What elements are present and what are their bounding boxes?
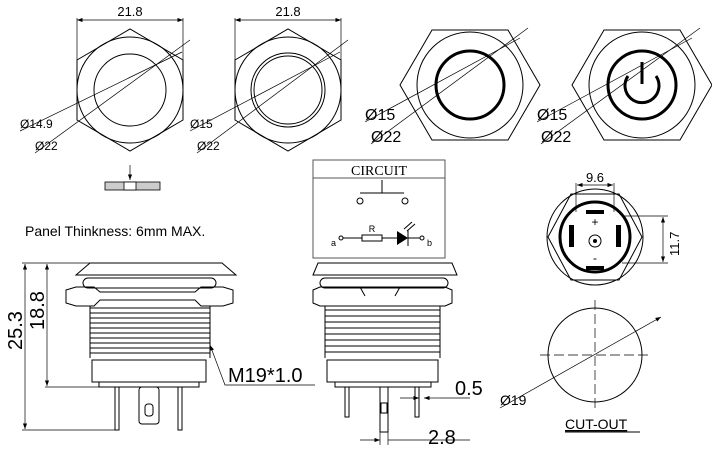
top-view-3: Ø15 Ø22 — [364, 27, 541, 146]
circuit-title: CIRCUIT — [351, 164, 407, 179]
terminal-b: b — [427, 238, 432, 248]
top-view-2: 21.8 Ø15 Ø22 — [189, 4, 349, 154]
thread-spec: M19*1.0 — [228, 365, 303, 387]
outer-dia-dim: Ø22 — [541, 129, 571, 146]
side-view: 25.3 18.8 M19*1.0 — [5, 262, 315, 431]
pin-width-dim: 2.8 — [428, 427, 456, 449]
plus-label: + — [591, 215, 598, 229]
body-height-dim: 18.8 — [27, 291, 49, 330]
inner-dia-dim: Ø15 — [365, 107, 395, 124]
outer-dia-dim: Ø22 — [35, 139, 58, 153]
power-icon — [623, 62, 661, 105]
bottom-view: + - 9.6 11.7 — [546, 170, 682, 286]
width-dim: 21.8 — [117, 4, 142, 19]
inner-dia-dim: Ø15 — [537, 107, 567, 124]
panel-note: Panel Thinkness: 6mm MAX. — [25, 223, 205, 239]
circuit-diagram: CIRCUIT R a b — [312, 159, 446, 259]
pin-thickness-dim: 0.5 — [455, 378, 483, 400]
resistor-label: R — [369, 224, 376, 234]
panel-symbol — [104, 165, 161, 191]
inner-dia-dim: Ø14.9 — [20, 117, 53, 131]
width-dim: 21.8 — [275, 4, 300, 19]
cutout-label: CUT-OUT — [565, 416, 628, 432]
cutout-diameter-dim: Ø19 — [500, 392, 527, 408]
total-height-dim: 25.3 — [5, 311, 27, 350]
outer-dia-dim: Ø22 — [371, 129, 401, 146]
inner-dia-dim: Ø15 — [190, 117, 213, 131]
cutout-view: Ø19 CUT-OUT — [499, 300, 662, 433]
thread — [89, 306, 211, 358]
top-view-4: Ø15 Ø22 — [536, 27, 712, 146]
bottom-height-dim: 11.7 — [667, 232, 682, 256]
thread — [324, 306, 441, 358]
top-view-1: 21.8 Ø14.9 Ø22 — [19, 4, 191, 154]
side-view-2: 0.5 2.8 — [312, 262, 483, 449]
terminal-a: a — [331, 238, 336, 248]
outer-dia-dim: Ø22 — [197, 139, 220, 153]
bottom-width-dim: 9.6 — [586, 170, 604, 185]
minus-label: - — [593, 251, 597, 265]
